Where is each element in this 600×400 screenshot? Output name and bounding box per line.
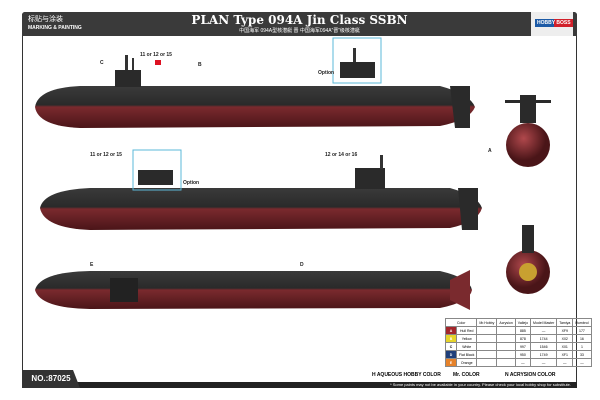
color-code: X01 [556,342,574,351]
callout-text: 11 or 12 or 15 [90,152,122,158]
label-cn: 标贴与涂装 [28,16,63,23]
part-label: A [488,148,492,154]
top-view [35,270,472,310]
color-code [496,350,516,359]
footer-bar: * Some paints may not be available in yo… [22,382,577,388]
color-code: 1 [572,342,592,351]
color-swatch: E [445,358,457,367]
side-view-1 [35,55,475,128]
color-code [476,350,498,359]
color-code: 1749 [530,350,558,359]
part-label: D [300,262,304,268]
color-code: 950 [514,350,532,359]
color-code: 997 [514,342,532,351]
color-swatch: D [445,350,457,359]
color-name: Flat Black [455,350,478,359]
side-view-2 [40,155,482,230]
header-bar: 标贴与涂装 MARKING & PAINTING PLAN Type 094A … [22,12,577,36]
color-code: — [530,358,558,367]
subtitle: 中国海军 094A型核潜艇 晋 中国海军094A“晋”级核潜艇 [239,28,360,34]
brand-logo: HOBBY BOSS [531,12,573,36]
part-label: E [90,262,94,268]
legend-mr: Mr. COLOR [453,372,480,378]
callout-text: Option [318,70,335,76]
color-name: Yellow [455,334,478,343]
table-header: Model Master [530,318,558,327]
color-code: 33 [572,350,592,359]
color-code: XF9 [556,326,574,335]
color-code [476,342,498,351]
table-header: Color [444,318,478,327]
color-code [496,342,516,351]
color-swatch: A [445,326,457,335]
front-view [505,95,551,167]
color-code [496,334,516,343]
callout-text: 11 or 12 or 15 [140,52,172,58]
color-code: 1546 [530,342,558,351]
callout-text: 12 or 14 or 16 [325,152,358,158]
color-code: XF1 [556,350,574,359]
color-name: White [455,342,478,351]
legend-acrysion: N ACRYSION COLOR [505,372,556,378]
color-code: 878 [514,334,532,343]
color-code: — [572,358,592,367]
table-header: Vallejo [514,318,532,327]
part-label: C [100,60,104,66]
color-name: Orange [455,358,478,367]
option-box-1 [332,37,382,84]
color-code: 177 [572,326,592,335]
color-code: X02 [556,334,574,343]
kit-number: NO.:87025 [22,370,80,388]
color-code: — [530,326,558,335]
callout-text: Option [183,180,200,186]
table-header: Tamiya [556,318,574,327]
color-code [476,326,498,335]
color-code [476,334,498,343]
rear-view [506,225,550,294]
color-swatch: B [445,334,457,343]
table-header: Humbrol [572,318,592,327]
footer-note: * Some paints may not be available in yo… [390,382,571,387]
table-header: Mr.Hobby [476,318,498,327]
color-code: 16 [572,334,592,343]
color-name: Hull Red [455,326,478,335]
color-code: 885 [514,326,532,335]
color-code: — [514,358,532,367]
page-title: PLAN Type 094A Jin Class SSBN [191,13,408,27]
table-header: Acrysion [496,318,516,327]
option-box-2 [132,149,182,191]
color-swatch: C [445,342,457,351]
legend-aqueous: H AQUEOUS HOBBY COLOR [372,372,441,378]
color-code [476,358,498,367]
label-en: MARKING & PAINTING [28,25,82,31]
part-label: B [198,62,202,68]
color-code: 1744 [530,334,558,343]
color-code [496,358,516,367]
color-code [496,326,516,335]
color-code: — [556,358,574,367]
